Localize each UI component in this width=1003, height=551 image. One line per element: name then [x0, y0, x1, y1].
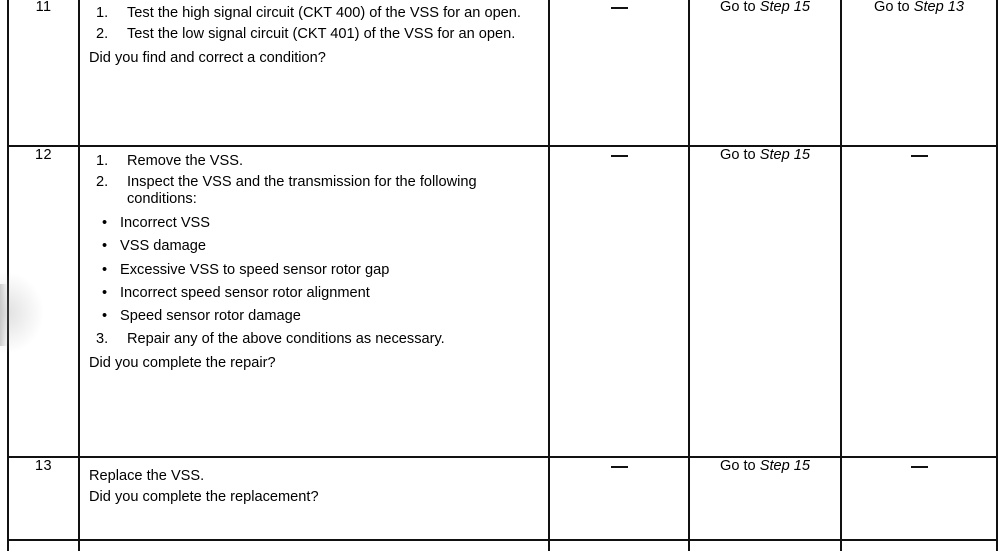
list-item: • Incorrect VSS [97, 212, 540, 235]
list-item-text: Excessive VSS to speed sensor rotor gap [120, 261, 390, 278]
action-cell: 1. Remove the VSS. 2. Inspect the VSS an… [78, 145, 550, 458]
action-cell [78, 539, 550, 551]
action-question: Did you find and correct a condition? [89, 50, 326, 67]
bullet-icon: • [102, 261, 108, 278]
goto-target: Step 15 [759, 0, 811, 15]
goto-target: Step 13 [913, 0, 965, 15]
dash-mark [610, 465, 628, 468]
bullet-icon: • [102, 308, 108, 325]
action-cell: Replace the VSS. Did you complete the re… [78, 456, 550, 541]
list-item-text: Inspect the VSS and the transmission for… [127, 173, 477, 208]
scan-edge-artifact [0, 284, 7, 346]
action-cell: 1. Test the high signal circuit (CKT 400… [78, 0, 550, 147]
value-cell [548, 539, 690, 551]
list-item-text: Repair any of the above conditions as ne… [127, 330, 445, 347]
list-item-number: 3. [96, 330, 109, 347]
yes-branch-cell: Go to Step 15 [688, 0, 842, 147]
bulleted-condition-list: • Incorrect VSS • VSS damage • Excessive… [89, 212, 540, 329]
goto-reference: Go to Step 15 [720, 458, 810, 475]
yes-branch-cell: Go to Step 15 [688, 145, 842, 458]
goto-reference: Go to Step 15 [720, 0, 810, 16]
numbered-instruction-list: 1. Test the high signal circuit (CKT 400… [89, 5, 540, 46]
list-item-text: Speed sensor rotor damage [120, 308, 301, 325]
list-item-text: Test the low signal circuit (CKT 401) of… [127, 25, 516, 42]
step-number-cell: 12 [7, 145, 80, 458]
value-cell [548, 0, 690, 147]
action-statement: Replace the VSS. [89, 468, 205, 484]
list-item-number: 1. [96, 5, 109, 21]
list-item: • Excessive VSS to speed sensor rotor ga… [97, 259, 540, 282]
value-cell [548, 456, 690, 541]
list-item-text: Incorrect VSS [120, 214, 211, 231]
dash-mark [610, 6, 628, 9]
step-number-cell [7, 539, 80, 551]
list-item-number: 2. [96, 25, 109, 42]
list-item-text: Incorrect speed sensor rotor alignment [120, 285, 370, 301]
list-item: 1. Remove the VSS. [89, 153, 540, 171]
numbered-instruction-list-cont: 3. Repair any of the above conditions as… [89, 331, 540, 349]
value-cell [548, 145, 690, 458]
list-item: 3. Repair any of the above conditions as… [89, 331, 540, 349]
table-row: 12 1. Remove the VSS. 2. Ins [7, 145, 998, 458]
list-item-number: 2. [96, 173, 109, 190]
bullet-icon: • [102, 214, 108, 231]
no-branch-cell [840, 145, 998, 458]
list-item: • Speed sensor rotor damage [97, 305, 540, 328]
list-item: 2. Test the low signal circuit (CKT 401)… [89, 26, 540, 44]
goto-prefix: Go to [719, 458, 760, 474]
bullet-icon: • [102, 285, 108, 301]
dash-mark [910, 465, 928, 468]
step-number-cell: 13 [7, 456, 80, 541]
list-item-number: 1. [96, 153, 109, 169]
no-branch-cell [840, 539, 998, 551]
no-branch-cell [840, 456, 998, 541]
step-number-cell: 11 [7, 0, 80, 147]
list-item: • Incorrect speed sensor rotor alignment [97, 282, 540, 305]
bullet-icon: • [102, 238, 108, 255]
goto-target: Step 15 [759, 147, 811, 163]
diagnostic-table: 11 1. Test the high signal circuit (CKT … [7, 0, 998, 551]
table-row: 13 Replace the VSS. Did you complete the… [7, 456, 998, 541]
list-item-text: Remove the VSS. [127, 153, 243, 169]
yes-branch-cell: Go to Step 15 [688, 456, 842, 541]
action-question: Did you complete the replacement? [89, 489, 319, 505]
yes-branch-cell [688, 539, 842, 551]
list-item: • VSS damage [97, 235, 540, 258]
table-row: 11 1. Test the high signal circuit (CKT … [7, 0, 998, 147]
goto-reference: Go to Step 15 [720, 147, 810, 164]
action-question: Did you complete the repair? [89, 355, 276, 372]
goto-target: Step 15 [759, 458, 811, 474]
goto-prefix: Go to [873, 0, 914, 15]
goto-reference: Go to Step 13 [874, 0, 964, 16]
goto-prefix: Go to [719, 147, 760, 163]
dash-mark [610, 154, 628, 157]
no-branch-cell: Go to Step 13 [840, 0, 998, 147]
table-row-partial [7, 539, 998, 551]
dash-mark [910, 154, 928, 157]
numbered-instruction-list: 1. Remove the VSS. 2. Inspect the VSS an… [89, 153, 540, 209]
list-item-text: VSS damage [120, 238, 206, 255]
list-item-text: Test the high signal circuit (CKT 400) o… [127, 5, 521, 21]
goto-prefix: Go to [719, 0, 760, 15]
list-item: 2. Inspect the VSS and the transmission … [89, 174, 540, 209]
list-item: 1. Test the high signal circuit (CKT 400… [89, 5, 540, 23]
